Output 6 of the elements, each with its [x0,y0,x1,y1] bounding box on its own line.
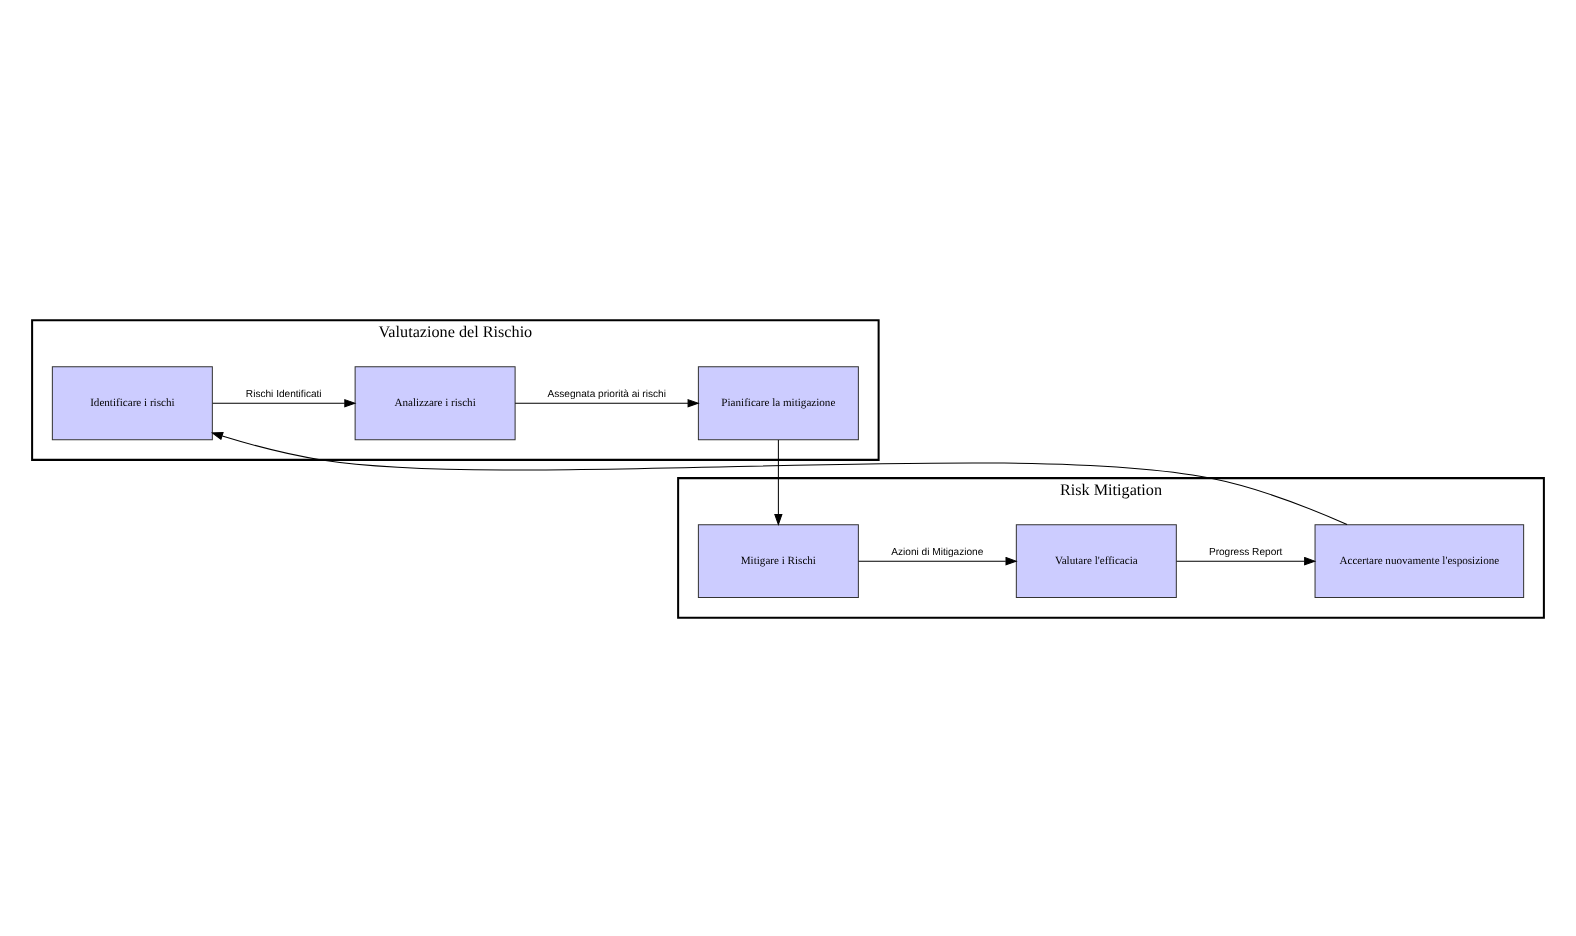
arrow [858,555,1018,565]
arrow [514,397,700,407]
arrow [774,438,783,526]
arrow [212,397,357,407]
arrow [210,430,1348,525]
arrow [1176,555,1317,565]
